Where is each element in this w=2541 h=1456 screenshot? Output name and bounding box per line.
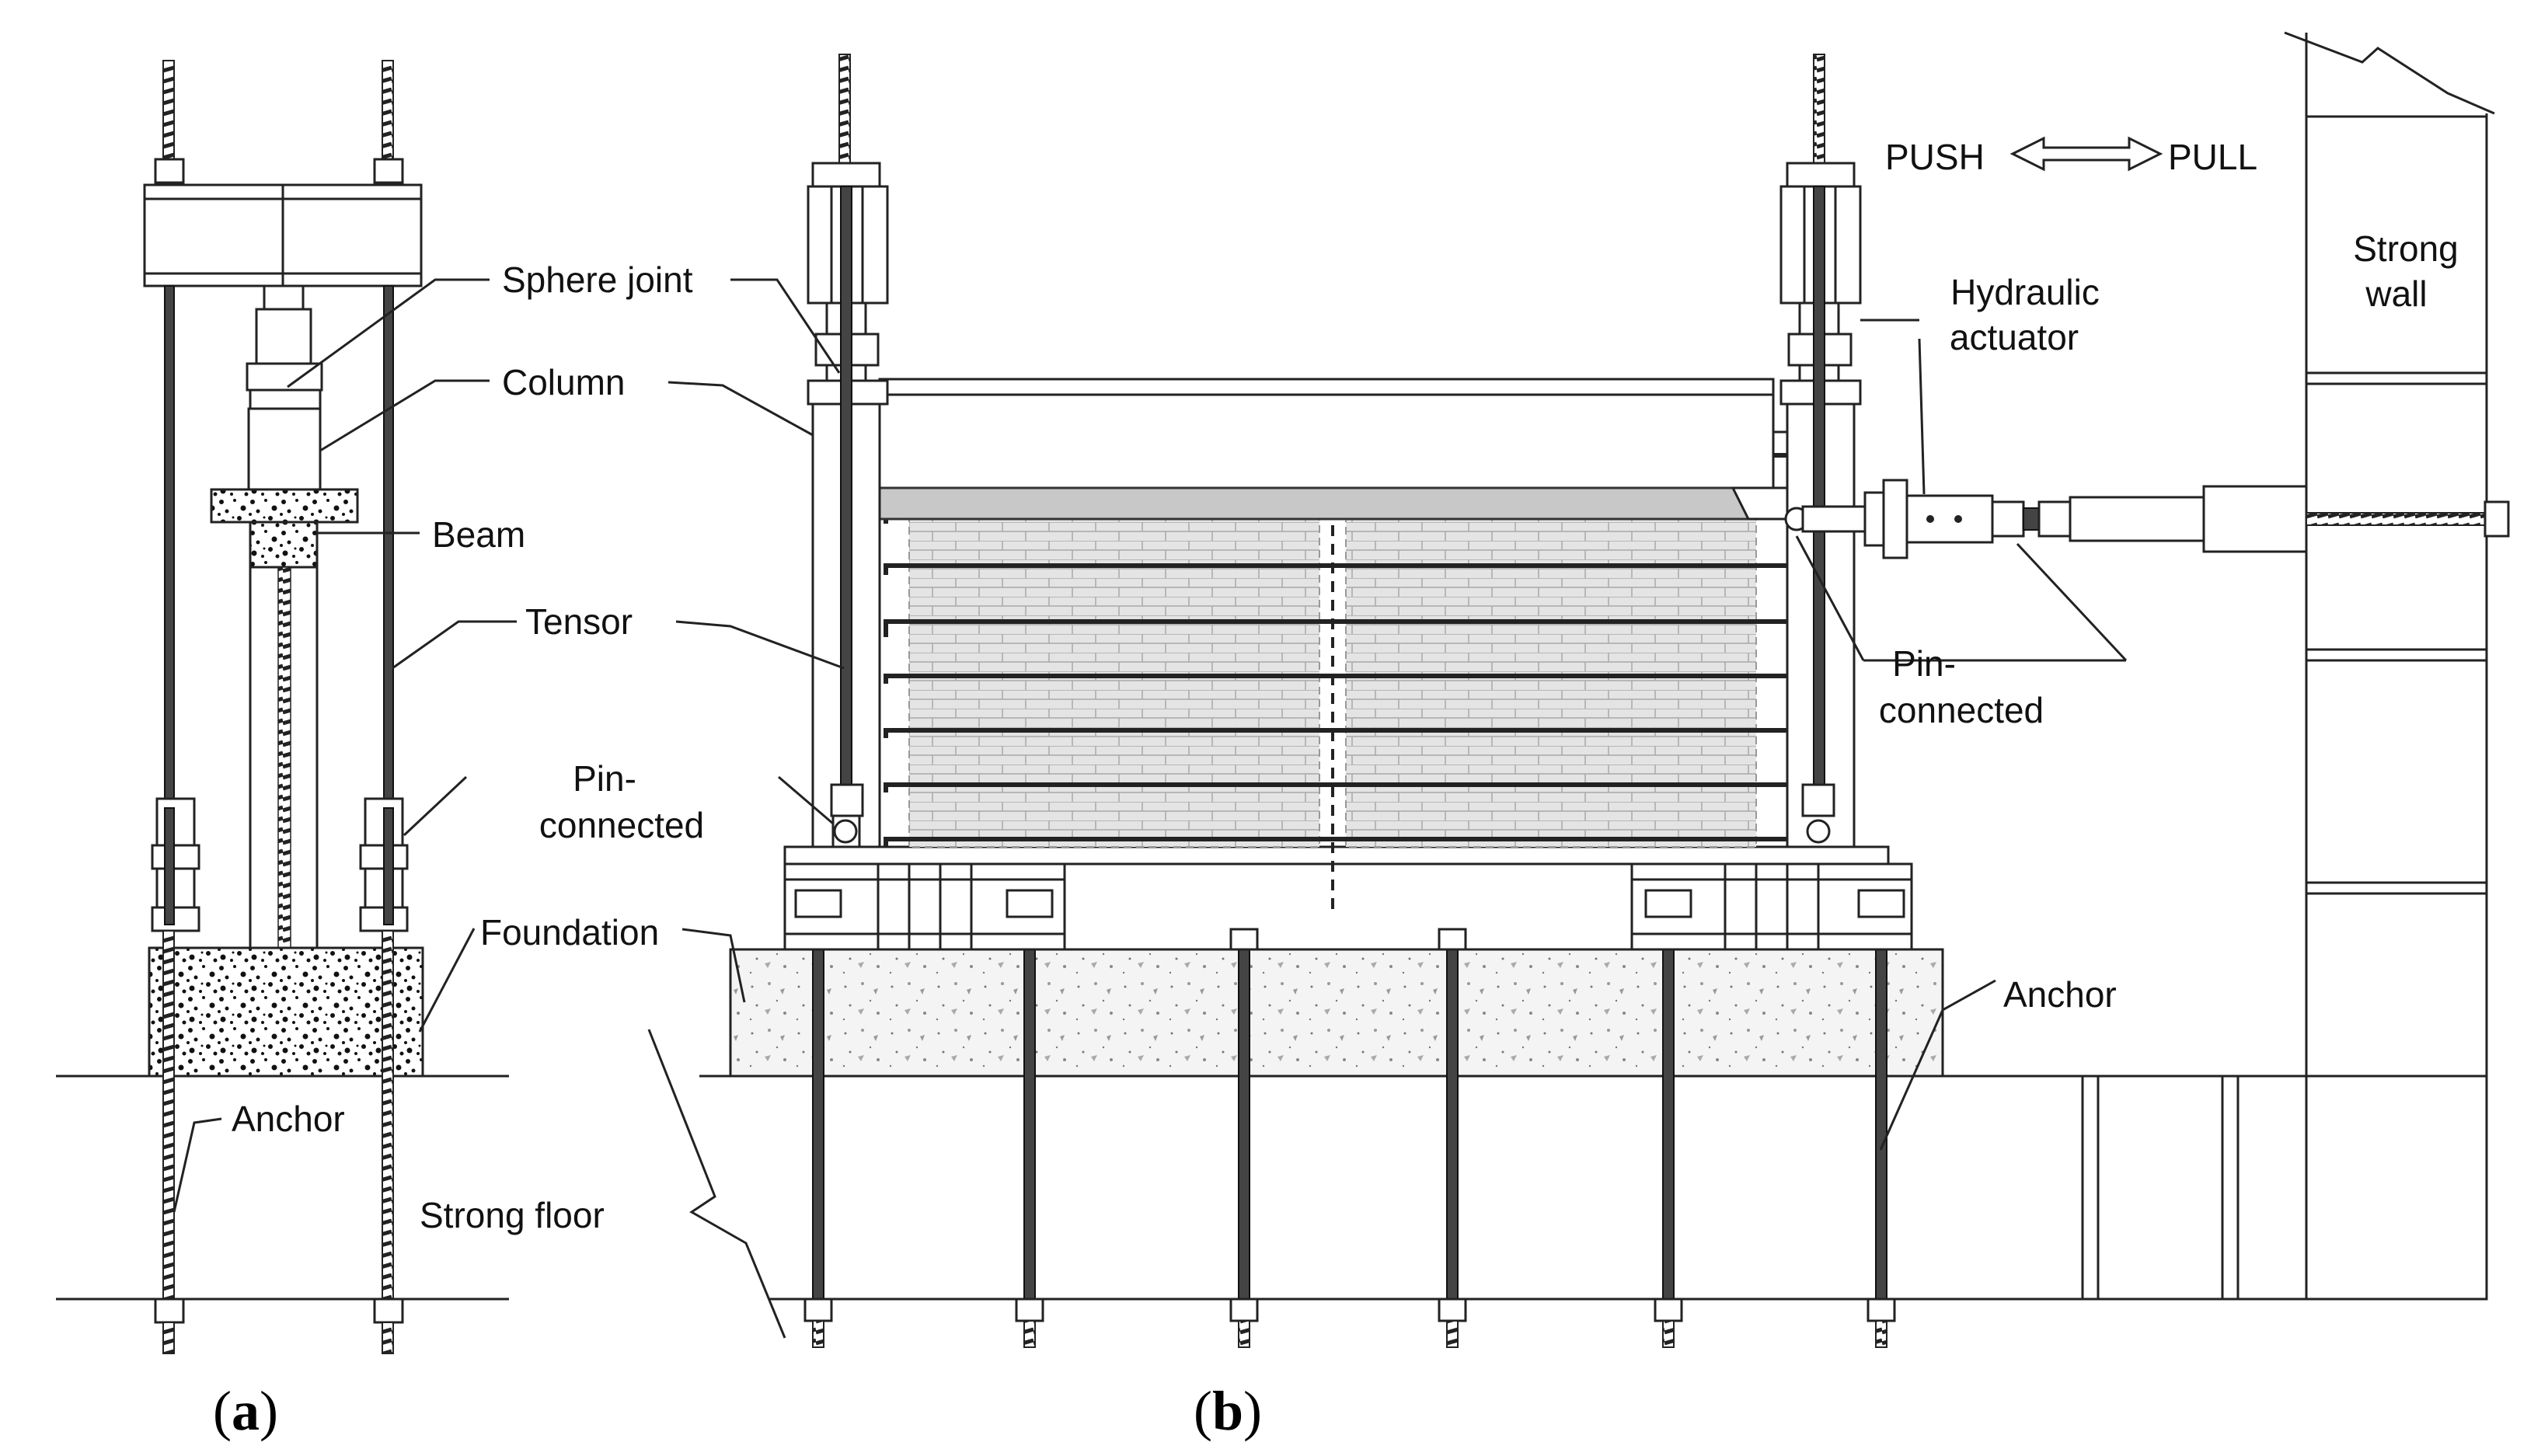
label-foundation-a: Foundation	[480, 912, 659, 953]
label-pin-a-line2: connected	[539, 805, 704, 845]
nut	[373, 158, 404, 184]
foundation-b	[729, 948, 1944, 1078]
tensor-rod-left	[164, 285, 175, 799]
base-plate-b	[783, 845, 1890, 866]
leader-pin-a	[403, 775, 468, 837]
label-anchor-a: Anchor	[232, 1099, 345, 1139]
beam-a	[210, 488, 359, 524]
pin-connector-right-a	[359, 797, 409, 932]
leader-anchor-a	[173, 1117, 222, 1213]
leader-pin-b-left	[778, 775, 834, 825]
hydraulic-actuator	[1784, 479, 2510, 559]
leader-tensor	[392, 620, 517, 670]
nut	[154, 1298, 185, 1324]
label-pin-b-line2: connected	[1879, 690, 2044, 730]
label-hydraulic-line2: actuator	[1950, 317, 2079, 357]
label-anchor-b: Anchor	[2003, 974, 2117, 1015]
leader-tensor-b	[675, 620, 845, 670]
push-pull-arrow	[2009, 136, 2163, 172]
break-line-wall	[2284, 31, 2495, 115]
pin-b-left	[833, 819, 858, 844]
panel-a: Sphere joint Column Beam Tensor Pin- con…	[56, 60, 704, 1354]
anchor-rod-right-a	[382, 930, 394, 1301]
threaded-rod-b-left	[838, 54, 851, 179]
sphere-joint-plate	[246, 362, 323, 392]
label-tensor: Tensor	[525, 601, 633, 642]
threaded-rod-b-right	[1813, 54, 1825, 179]
actuator-head	[263, 284, 305, 311]
leader-pin-b-right-2	[2016, 542, 2128, 662]
label-pin-a-line1: Pin-	[573, 758, 636, 799]
leader-hydraulic-2	[1918, 338, 1926, 495]
anchor-rod-left-a	[162, 930, 175, 1301]
base-steel-beam-right	[1630, 862, 1913, 951]
nut	[373, 1298, 404, 1324]
leader-sphere-joint	[287, 278, 490, 388]
leader-column	[319, 379, 490, 452]
base-steel-beam-left	[783, 862, 1066, 951]
tensor-rod-b-left	[840, 186, 852, 793]
leader-sphere-joint-b	[730, 278, 841, 374]
label-beam: Beam	[432, 514, 525, 555]
break-line-floor	[647, 1029, 786, 1339]
label-sphere-joint: Sphere joint	[502, 260, 693, 300]
top-beam-b	[878, 486, 1783, 521]
column-a	[247, 407, 322, 491]
load-cell	[255, 308, 312, 365]
nut	[811, 162, 881, 188]
label-column: Column	[502, 362, 626, 402]
leader-foundation-b	[681, 928, 746, 1003]
label-pin-b-line1: Pin-	[1892, 643, 1956, 684]
strong-wall	[2284, 31, 2495, 1301]
panel-b: PUSH PULL Strong wall Hydraulic actuator…	[647, 31, 2510, 1348]
label-hydraulic-line1: Hydraulic	[1950, 272, 2100, 312]
label-strong-wall-line1: Strong	[2353, 228, 2459, 269]
leader-anchor-b	[1879, 979, 1996, 1151]
nut	[1786, 162, 1856, 188]
nut	[154, 158, 185, 184]
label-strong-floor: Strong floor	[420, 1195, 605, 1235]
label-pull: PULL	[2168, 137, 2257, 177]
anchor-rods-b	[803, 913, 1896, 1348]
leader-pin-b-right-1	[1795, 535, 1865, 661]
caption-a: (a)	[213, 1380, 278, 1442]
clevis	[249, 388, 322, 410]
label-push: PUSH	[1885, 137, 1985, 177]
tensor-rod-right	[383, 285, 394, 799]
caption-b: (b)	[1194, 1380, 1262, 1442]
leader-column-b	[667, 381, 814, 437]
tensor-rod-b-right	[1813, 186, 1825, 793]
pin-connector-left-a	[151, 797, 200, 932]
foundation-a	[148, 946, 424, 1078]
pin-b-right	[1806, 819, 1831, 844]
label-strong-wall-line2: wall	[2365, 273, 2427, 314]
leader-foundation-a	[418, 928, 476, 1033]
